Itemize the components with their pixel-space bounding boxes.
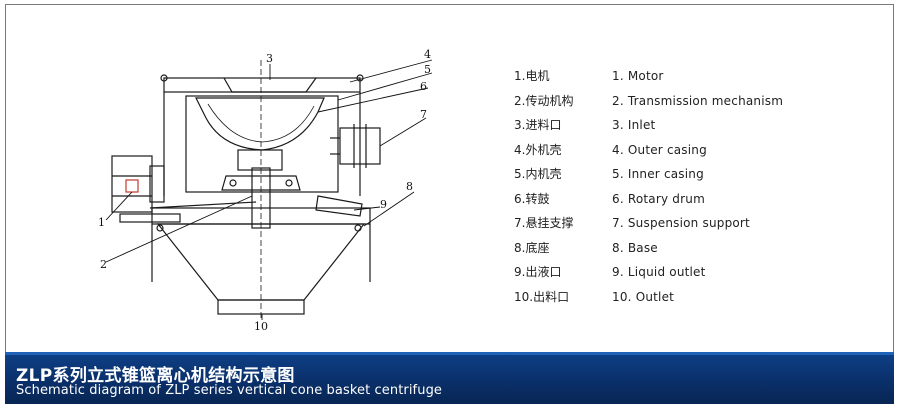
callout-6: 6 (420, 80, 427, 93)
legend-en: 4. Outer casing (612, 142, 707, 157)
callout-3: 3 (266, 52, 273, 65)
legend-en: 8. Base (612, 240, 658, 255)
drum-hub (237, 149, 283, 171)
legend-en: 3. Inlet (612, 118, 656, 132)
legend-cn: 6.转鼓 (514, 191, 550, 206)
inlet-funnel (223, 77, 317, 93)
legend-en: 10. Outlet (612, 289, 675, 304)
legend-en: 1. Motor (612, 69, 664, 83)
legend-en: 2. Transmission mechanism (612, 93, 784, 108)
liquid-outlet (315, 195, 363, 217)
legend-cn: 5.内机壳 (514, 167, 562, 181)
legend-cn: 8.底座 (514, 240, 550, 255)
callout-9: 9 (380, 198, 387, 211)
legend-cn: 10.出料口 (514, 289, 570, 304)
callout-7: 7 (420, 108, 427, 121)
legend-cn: 2.传动机构 (514, 93, 574, 108)
outer-casing-top (163, 77, 361, 93)
motor (111, 155, 153, 213)
caption-banner: ZLP系列立式锥篮离心机结构示意图 Schematic diagram of Z… (5, 352, 894, 404)
legend-cn: 4.外机壳 (514, 142, 562, 157)
callout-1: 1 (98, 216, 105, 229)
figure-frame (5, 4, 894, 404)
legend-en: 7. Suspension support (612, 216, 750, 230)
legend-cn: 9.出液口 (514, 265, 562, 279)
centrifuge-schematic: 1 2 3 4 5 6 7 8 9 10 (98, 48, 433, 333)
legend-cn: 3.进料口 (514, 118, 562, 132)
legend-en: 9. Liquid outlet (612, 265, 706, 279)
callout-10: 10 (254, 320, 268, 333)
legend-en: 5. Inner casing (612, 167, 704, 181)
callout-5: 5 (424, 63, 431, 76)
banner-title-cn: ZLP系列立式锥篮离心机结构示意图 (16, 366, 295, 386)
callout-2: 2 (100, 258, 107, 271)
callout-8: 8 (406, 180, 413, 193)
inner-casing (185, 95, 339, 193)
legend-cn: 1.电机 (514, 69, 550, 83)
legend-cn: 7.悬挂支撑 (514, 216, 574, 230)
discharge-outlet (217, 299, 305, 315)
banner-title-en: Schematic diagram of ZLP series vertical… (16, 383, 443, 398)
legend-en: 6. Rotary drum (612, 191, 705, 206)
callout-4: 4 (424, 48, 431, 61)
